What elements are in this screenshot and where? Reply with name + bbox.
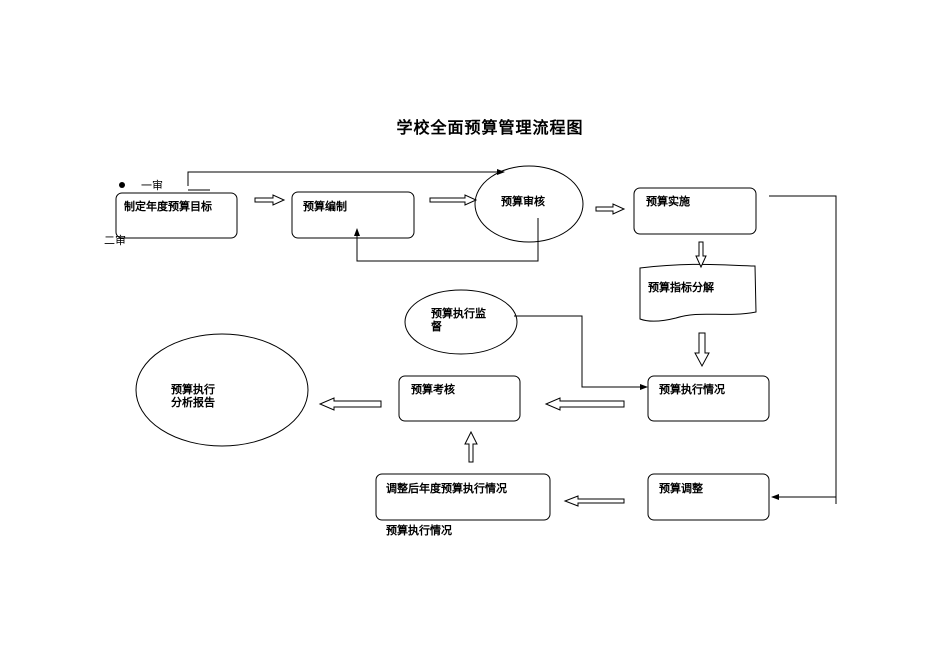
node-assess-label: 预算考核 xyxy=(411,383,455,396)
block-arrow-compile-to-review xyxy=(429,194,478,206)
node-execution-box xyxy=(647,375,770,422)
node-adjusted-box xyxy=(375,473,551,521)
node-execution-label: 预算执行情况 xyxy=(659,383,725,396)
block-arrow-execution-to-assess xyxy=(544,397,625,411)
node-compile-box xyxy=(291,191,415,239)
node-adjust-label: 预算调整 xyxy=(659,482,703,495)
connector-review-back-to-compile xyxy=(354,218,539,262)
node-supervise-ellipse xyxy=(404,289,518,355)
node-target-label: 制定年度预算目标 xyxy=(124,200,212,213)
block-arrow-adjust-to-adjusted xyxy=(563,495,625,507)
block-arrow-decompose-to-execution xyxy=(694,332,710,368)
block-arrow-target-to-compile xyxy=(254,194,286,206)
node-decompose-label: 预算指标分解 xyxy=(648,281,714,294)
node-target-box xyxy=(115,192,238,239)
block-arrow-implement-to-decompose xyxy=(695,241,707,269)
page-title: 学校全面预算管理流程图 xyxy=(396,118,584,137)
block-arrow-assess-to-report xyxy=(318,397,382,411)
node-assess-box xyxy=(398,375,521,422)
node-implement-box xyxy=(633,187,757,235)
node-supervise-label: 预算执行监 督 xyxy=(431,307,486,333)
node-review-label: 预算审核 xyxy=(501,195,545,208)
connector-target-to-review xyxy=(187,169,505,186)
node-implement-label: 预算实施 xyxy=(646,195,690,208)
bullet-dot xyxy=(119,182,125,188)
connector-supervise-to-execution xyxy=(514,315,648,390)
node-compile-label: 预算编制 xyxy=(303,200,347,213)
node-adjusted-label: 调整后年度预算执行情况 xyxy=(386,482,507,495)
block-arrow-adjusted-to-assess xyxy=(464,430,478,463)
caption-below-adjusted: 预算执行情况 xyxy=(386,524,452,537)
node-review-ellipse xyxy=(474,165,584,243)
node-adjust-box xyxy=(647,473,770,521)
node-report-label: 预算执行 分析报告 xyxy=(171,383,215,409)
node-report-ellipse xyxy=(135,333,309,447)
connector-implement-to-adjust xyxy=(769,195,837,504)
bullet-text: 一审 xyxy=(141,179,163,192)
block-arrow-review-to-implement xyxy=(595,203,626,215)
side-text: 二审 xyxy=(104,234,126,247)
